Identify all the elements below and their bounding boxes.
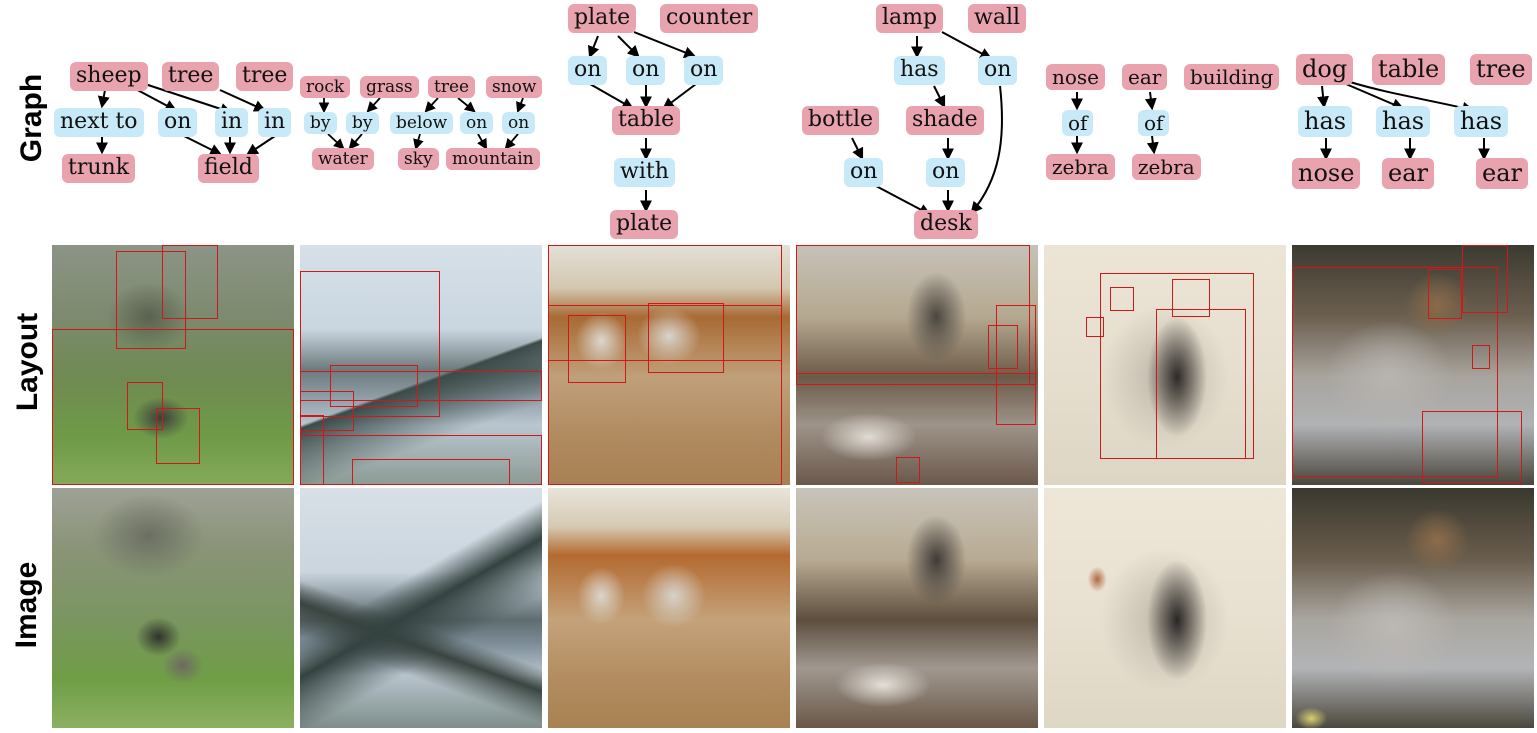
graph-node: ear <box>1476 158 1528 190</box>
layout-panel-2 <box>300 245 542 485</box>
graph-node: below <box>390 112 454 135</box>
graph-node: on <box>460 112 494 135</box>
image-panel-2 <box>300 488 542 728</box>
row-label-graph: Graph <box>15 73 48 163</box>
graph-node: bottle <box>802 106 880 135</box>
graph-node: shade <box>906 106 984 135</box>
graph-node: building <box>1184 64 1280 90</box>
graph-node: dog <box>1296 54 1354 86</box>
scene-graph-4: lamp wall has on bottle shade on on desk <box>794 0 1039 240</box>
graph-node: has <box>894 56 945 85</box>
graph-node: of <box>1138 110 1170 136</box>
row-label-layout: Layout <box>11 312 44 412</box>
graph-node: on <box>158 108 198 137</box>
graph-node: lamp <box>876 4 944 33</box>
graph-node: tree <box>162 62 220 91</box>
graph-node: sky <box>398 148 439 171</box>
graph-node: zebra <box>1132 154 1201 180</box>
graph-node: by <box>346 112 379 135</box>
layout-panel-6 <box>1292 245 1534 485</box>
graph-node: in <box>215 108 249 137</box>
layout-panel-1 <box>52 245 294 485</box>
image-panel-6 <box>1292 488 1534 728</box>
graph-node: on <box>684 56 724 85</box>
image-panel-1 <box>52 488 294 728</box>
graph-node: has <box>1454 106 1509 138</box>
graph-node: on <box>626 56 666 85</box>
scene-graph-6: dog table tree has has has nose ear ear <box>1290 0 1535 240</box>
graph-node: tree <box>236 62 294 91</box>
graph-node: plate <box>610 210 679 239</box>
graph-node: on <box>502 112 536 135</box>
graph-node: field <box>198 154 259 183</box>
graph-node: in <box>258 108 292 137</box>
graph-node: nose <box>1292 158 1361 190</box>
scene-graph-3: plate counter on on on table with plate <box>546 0 791 240</box>
graph-node: tree <box>428 76 476 99</box>
graph-node: on <box>844 158 884 187</box>
graph-node: nose <box>1046 64 1106 90</box>
graph-node: table <box>612 106 681 135</box>
graph-node: sheep <box>70 62 148 91</box>
layout-panel-3 <box>548 245 790 485</box>
layout-panel-4 <box>796 245 1038 485</box>
graph-node: on <box>568 56 608 85</box>
scene-graph-2: rock grass tree snow by by below on on w… <box>298 0 543 240</box>
graph-node: rock <box>300 76 351 99</box>
graph-node: tree <box>1470 54 1532 86</box>
graph-node: trunk <box>62 154 136 183</box>
graph-node: has <box>1298 106 1353 138</box>
image-panel-4 <box>796 488 1038 728</box>
graph-node: grass <box>360 76 419 99</box>
graph-node: desk <box>914 210 978 239</box>
graph-node: with <box>614 158 675 187</box>
row-label-image: Image <box>10 561 43 649</box>
graph-node: table <box>1372 54 1446 86</box>
graph-node: zebra <box>1046 154 1115 180</box>
graph-5-edges <box>1071 91 1159 155</box>
graph-node: mountain <box>446 148 540 171</box>
graph-node: snow <box>486 76 543 99</box>
image-panel-5 <box>1044 488 1286 728</box>
graph-node: on <box>926 158 966 187</box>
graph-4-edges <box>851 31 1003 216</box>
graph-node: counter <box>660 4 759 33</box>
graph-node: wall <box>968 4 1027 33</box>
graph-2-edges <box>318 97 527 151</box>
graph-node: by <box>304 112 337 135</box>
graph-node: of <box>1062 110 1094 136</box>
graph-node: water <box>312 148 374 171</box>
scene-graph-5: nose ear building of of zebra zebra <box>1042 0 1287 240</box>
graph-node: has <box>1376 106 1431 138</box>
scene-graph-1: sheep tree tree next to on in in trunk f… <box>50 0 295 240</box>
graph-node: on <box>978 56 1018 85</box>
graph-3-edges <box>587 31 697 213</box>
graph-node: plate <box>568 4 637 33</box>
image-panel-3 <box>548 488 790 728</box>
graph-node: next to <box>54 108 144 137</box>
layout-panel-5 <box>1044 245 1286 485</box>
graph-node: ear <box>1122 64 1168 90</box>
graph-node: ear <box>1382 158 1434 190</box>
